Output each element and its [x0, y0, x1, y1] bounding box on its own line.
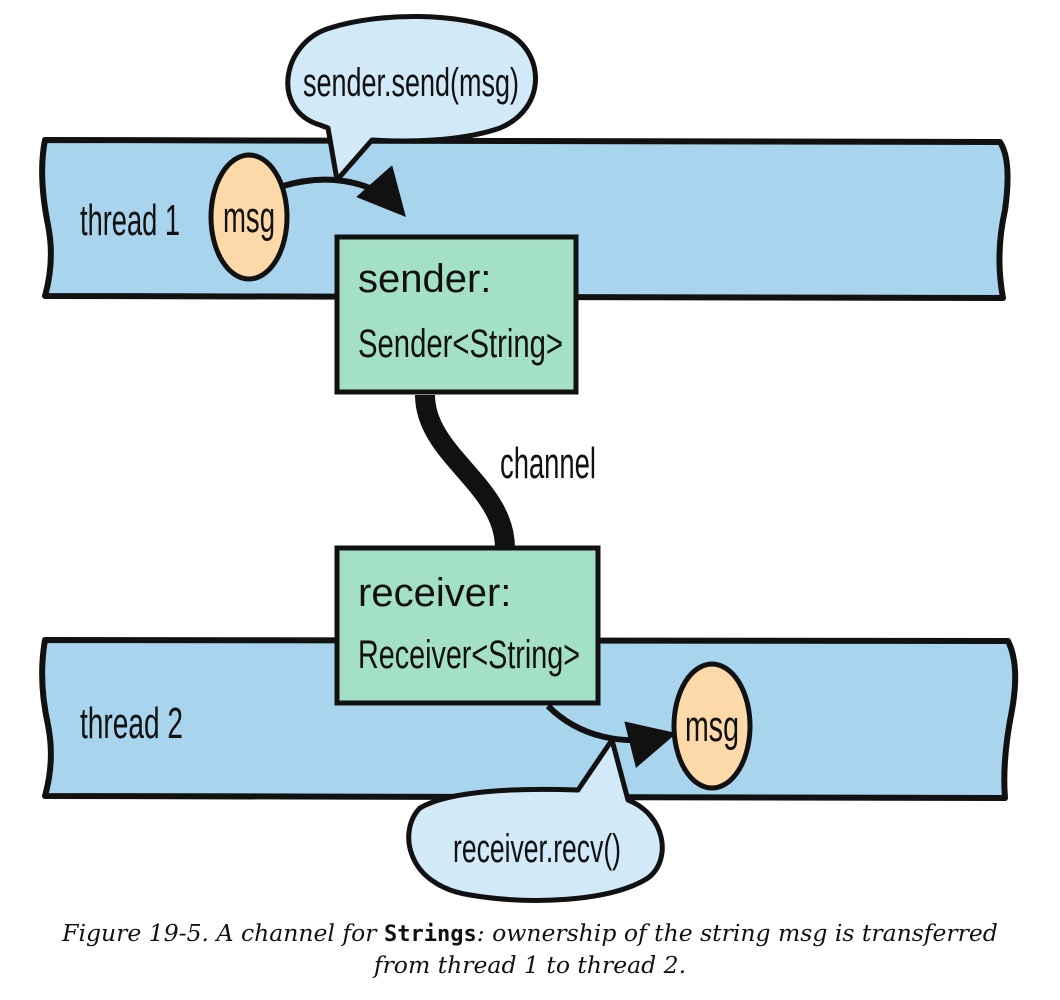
caption-line-1: Figure 19-5. A channel for Strings: owne…: [0, 918, 1060, 950]
msg-oval-thread-1: [208, 152, 290, 282]
caption-prefix: Figure 19-5. A channel for: [62, 919, 384, 947]
recv-arrow: [545, 703, 677, 769]
thread-2-band: [39, 637, 1019, 801]
sender-name-label: sender:: [358, 257, 491, 301]
thread-1-label: thread 1: [80, 196, 180, 245]
sender-type-label: Sender<String>: [358, 322, 563, 366]
channel-connector: [415, 394, 515, 549]
channel-label: channel: [500, 439, 596, 488]
receiver-name-label: receiver:: [358, 571, 511, 615]
caption-line1-rest: : ownership of the string msg is transfe…: [476, 919, 998, 947]
channel-diagram: thread 1 thread 2 msg msg sender: Sender…: [39, 14, 1019, 903]
send-arrow: [282, 165, 406, 217]
caption-code: Strings: [383, 922, 477, 947]
figure-caption: Figure 19-5. A channel for Strings: owne…: [0, 918, 1060, 981]
msg-label-thread-1: msg: [223, 193, 275, 242]
recv-speech-bubble: [406, 737, 665, 903]
msg-label-thread-2: msg: [685, 702, 739, 751]
receiver-type-label: Receiver<String>: [358, 633, 580, 677]
sender-box: [334, 234, 579, 395]
send-bubble-text: sender.send(msg): [303, 61, 519, 105]
caption-line-2: from thread 1 to thread 2.: [373, 951, 687, 979]
thread-2-label: thread 2: [80, 699, 183, 748]
receiver-box: [334, 545, 601, 706]
recv-bubble-text: receiver.recv(): [453, 827, 621, 871]
thread-1-band: [39, 137, 1011, 301]
send-speech-bubble: [285, 14, 538, 183]
